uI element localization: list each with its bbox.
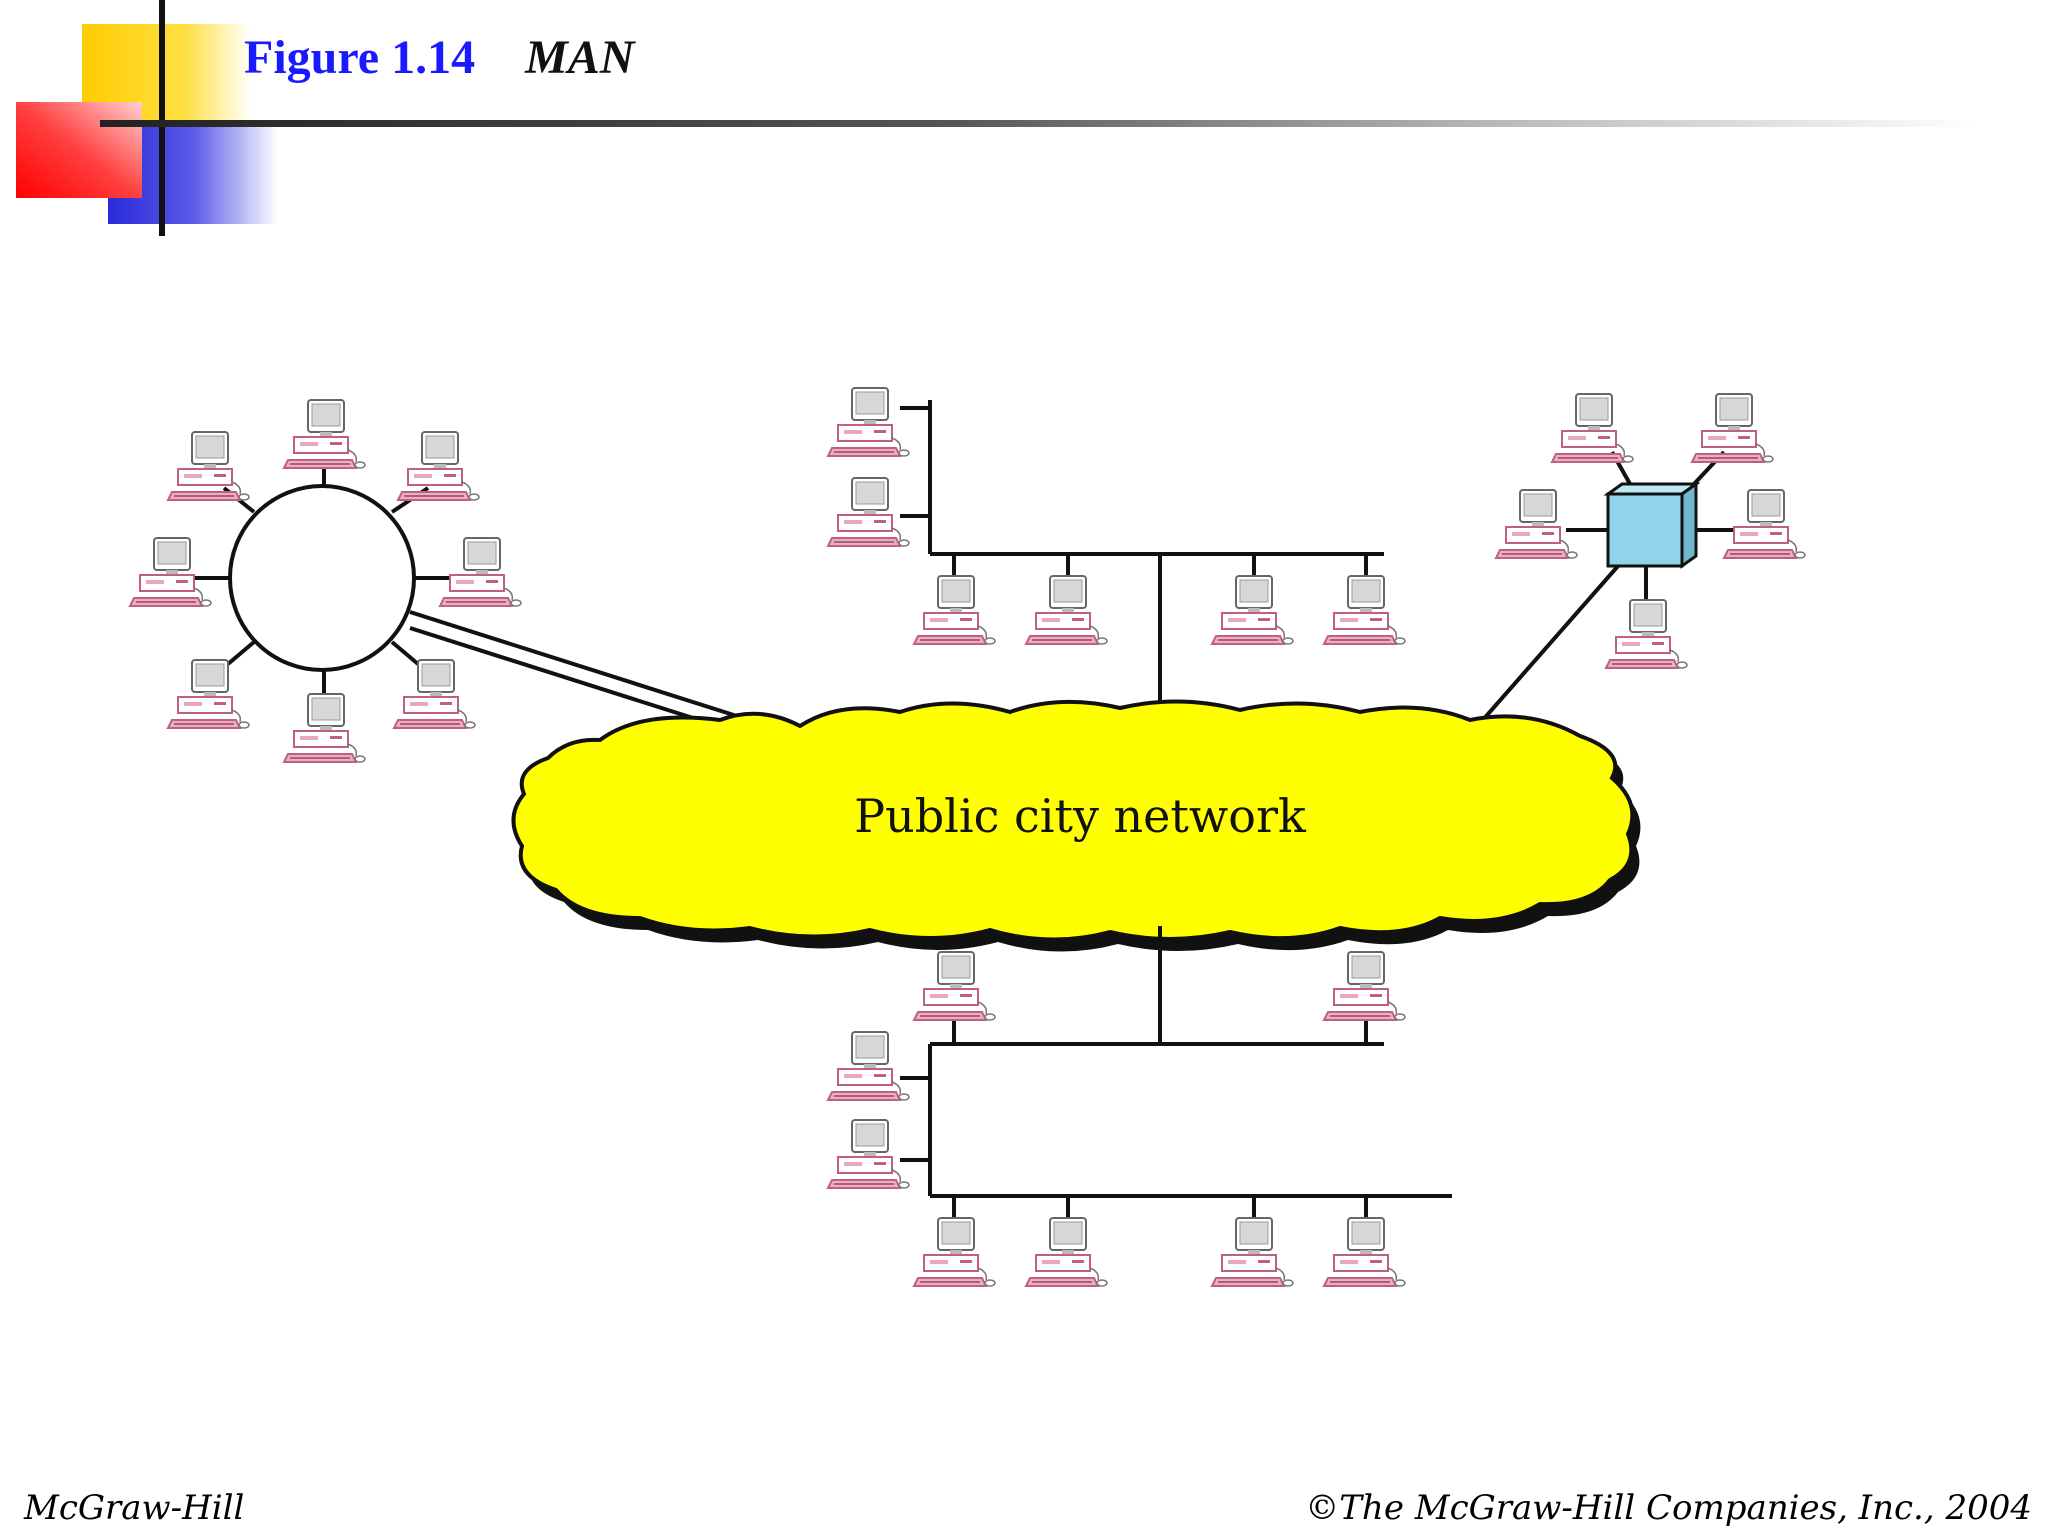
- bus-computer: [1025, 575, 1108, 645]
- slide-title: Figure 1.14 MAN: [244, 30, 634, 85]
- bus-computer: [1211, 575, 1294, 645]
- bus-computer: [1323, 575, 1406, 645]
- bus-computer: [913, 1217, 996, 1287]
- figure-title: MAN: [525, 31, 635, 84]
- bus-computer: [1025, 1217, 1108, 1287]
- bus-computer: [827, 387, 910, 457]
- star-lan: [1472, 393, 1806, 732]
- star-computer: [1691, 393, 1774, 463]
- ring-topology: [228, 484, 416, 672]
- star-computer: [1551, 393, 1634, 463]
- bus-lan-top: [900, 400, 1384, 704]
- star-computer: [1723, 489, 1806, 559]
- deco-red-block: [16, 102, 142, 198]
- star-to-cloud-link: [1472, 564, 1620, 732]
- bus-lan-bottom: [900, 926, 1452, 1222]
- ring-computer: [167, 431, 250, 501]
- ring-computer: [167, 659, 250, 729]
- bus-computer: [827, 1119, 910, 1189]
- bus-computer: [1323, 951, 1406, 1021]
- cloud-label: Public city network: [854, 789, 1307, 843]
- ring-computer: [283, 693, 366, 763]
- corner-decoration: [16, 0, 278, 236]
- star-computer: [1605, 599, 1688, 669]
- public-city-network-cloud: Public city network: [511, 699, 1641, 952]
- bus-computer: [913, 951, 996, 1021]
- bus-computer: [1211, 1217, 1294, 1287]
- ring-computer: [397, 431, 480, 501]
- bus-computer: [913, 575, 996, 645]
- ring-lan: [129, 399, 522, 763]
- star-computer: [1495, 489, 1578, 559]
- ring-computer: [393, 659, 476, 729]
- ring-computer: [129, 537, 212, 607]
- bus-bottom-computers: [827, 951, 1406, 1287]
- hub: [1603, 481, 1701, 569]
- footer-publisher: McGraw-Hill: [24, 1488, 245, 1528]
- figure-number: Figure 1.14: [244, 31, 476, 84]
- ring-computer: [283, 399, 366, 469]
- title-rule: [100, 120, 1980, 127]
- footer-copyright: ©The McGraw-Hill Companies, Inc., 2004: [1305, 1488, 2032, 1528]
- bus-computer: [827, 1031, 910, 1101]
- bus-computer: [1323, 1217, 1406, 1287]
- bus-computer: [827, 477, 910, 547]
- ring-computer: [439, 537, 522, 607]
